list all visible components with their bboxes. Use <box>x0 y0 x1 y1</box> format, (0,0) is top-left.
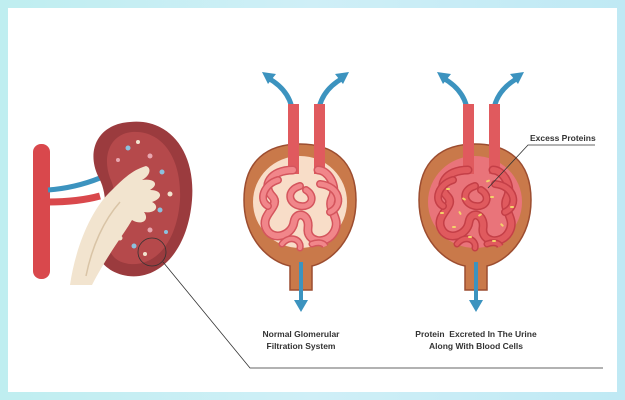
protein-caption-line2: Along With Blood Cells <box>429 341 523 351</box>
arrow-head-down-2 <box>469 300 483 312</box>
protein-caption-line1: Protein Excreted In The Urine <box>415 329 537 339</box>
arrow-head-down <box>294 300 308 312</box>
efferent-arteriole <box>314 104 325 174</box>
efferent-arteriole-2 <box>489 104 500 174</box>
normal-glomerulus <box>243 72 357 312</box>
arrow-head-right-2 <box>510 72 524 84</box>
renal-vein <box>47 175 101 193</box>
pelvis-line <box>85 201 121 277</box>
arrow-head-left <box>262 72 276 84</box>
normal-caption-line2: Filtration System <box>266 341 336 351</box>
excess-callout-line <box>487 144 595 189</box>
detail-circle <box>137 237 167 267</box>
protein-particles <box>440 179 514 242</box>
kidney-cells <box>116 140 173 256</box>
renal-vessel <box>33 144 50 279</box>
arrow-head-right <box>335 72 349 84</box>
renal-pelvis <box>70 166 161 285</box>
normal-caption-line1: Normal Glomerular <box>262 329 340 339</box>
kidney-illustration <box>33 121 193 285</box>
afferent-arteriole <box>288 104 299 174</box>
afferent-arteriole-2 <box>463 104 474 174</box>
normal-caption: Normal Glomerular Filtration System <box>211 328 391 352</box>
protein-leak-glomerulus <box>418 72 532 312</box>
protein-caption: Protein Excreted In The Urine Along With… <box>386 328 566 352</box>
capillary-tuft <box>259 165 343 252</box>
capillary-tuft-2 <box>434 165 518 252</box>
leader-line <box>162 261 603 369</box>
renal-artery <box>47 192 101 206</box>
excess-proteins-label: Excess Proteins <box>530 133 596 143</box>
arrow-head-left-2 <box>437 72 451 84</box>
